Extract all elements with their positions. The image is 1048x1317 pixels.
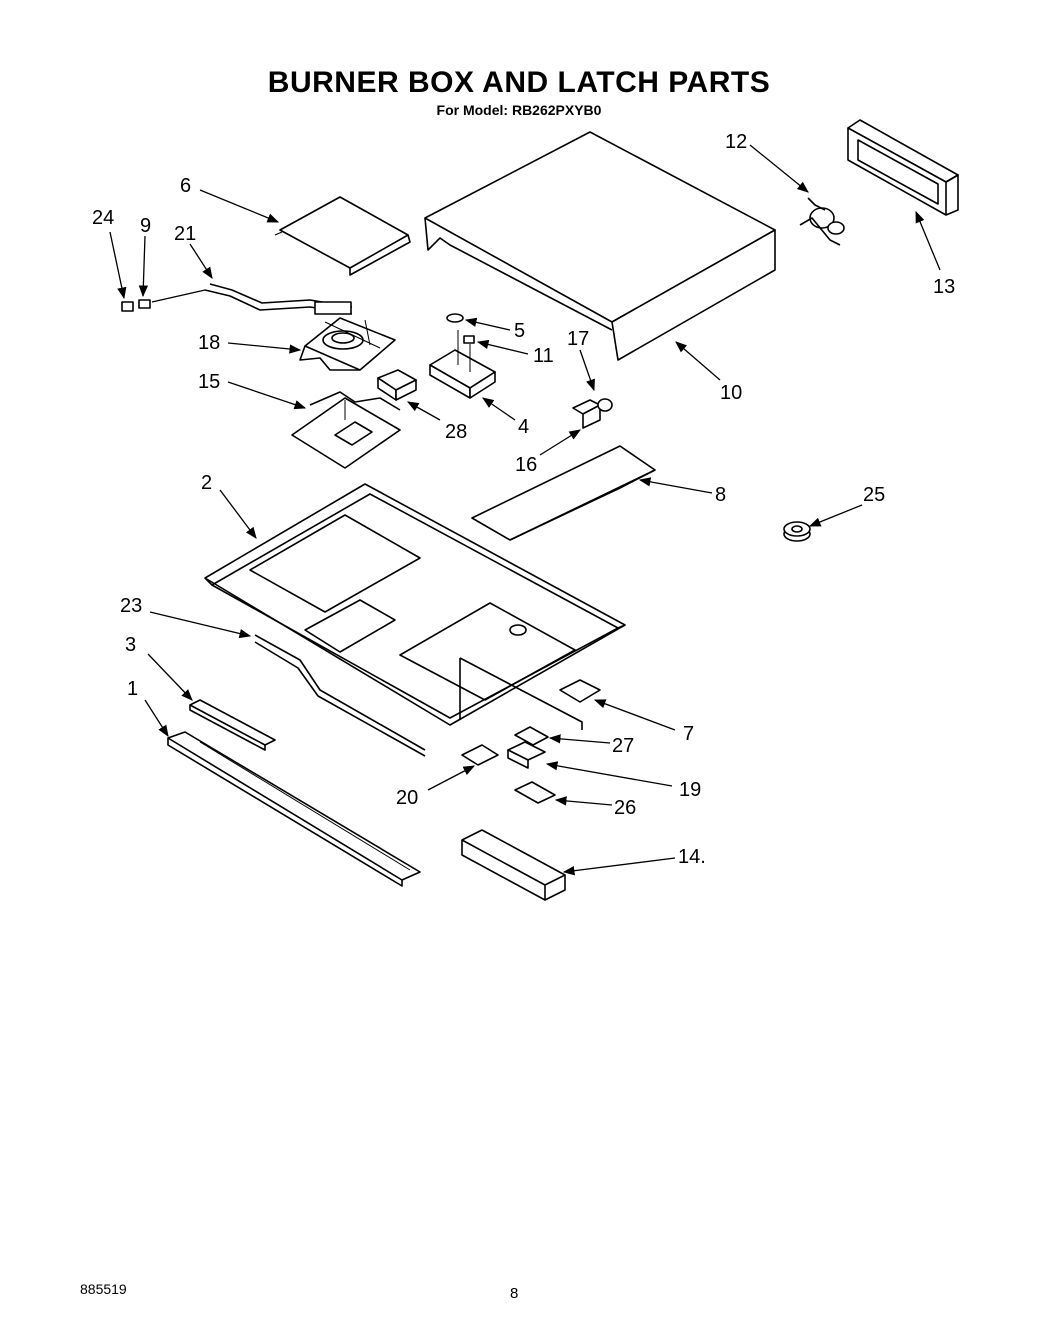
callout-24: 24 <box>92 207 114 229</box>
callout-1: 1 <box>127 678 138 700</box>
callout-3: 3 <box>125 634 136 656</box>
part-mounting-bracket <box>291 391 401 469</box>
callout-8: 8 <box>715 484 726 506</box>
part-top-plate <box>274 196 411 276</box>
callout-15: 15 <box>198 371 220 393</box>
part-grommet <box>783 521 811 542</box>
callout-27: 27 <box>612 735 634 757</box>
callout-7: 7 <box>683 723 694 745</box>
callout-23: 23 <box>120 595 142 617</box>
callout-2: 2 <box>201 472 212 494</box>
part-clips <box>121 299 151 312</box>
callout-10: 10 <box>720 382 742 404</box>
part-burner-assembly <box>299 317 396 371</box>
callout-21: 21 <box>174 223 196 245</box>
part-front-rail <box>167 731 421 887</box>
callout-numbers: 6 24 9 21 18 15 28 5 11 4 17 16 10 12 13… <box>92 131 955 868</box>
callout-25: 25 <box>863 484 885 506</box>
callout-11: 11 <box>533 345 554 367</box>
document-number: 885519 <box>80 1281 127 1297</box>
part-latch <box>572 398 613 429</box>
callout-18: 18 <box>198 332 220 354</box>
part-channel-bracket <box>461 829 566 901</box>
callout-17: 17 <box>567 328 589 350</box>
callout-26: 26 <box>614 797 636 819</box>
callout-19: 19 <box>679 779 701 801</box>
part-switch-box <box>377 369 417 401</box>
callout-16: 16 <box>515 454 537 476</box>
part-heat-shield <box>471 445 656 541</box>
callout-6: 6 <box>180 175 191 197</box>
part-vent-frame <box>847 119 959 216</box>
part-gas-valve <box>799 197 845 246</box>
callout-28: 28 <box>445 421 467 443</box>
part-electrode-rod <box>204 283 353 315</box>
callout-4: 4 <box>518 416 529 438</box>
part-short-bar <box>189 699 276 751</box>
callout-13: 13 <box>933 276 955 298</box>
callout-14: 14. <box>678 846 706 868</box>
part-long-strip <box>254 634 426 757</box>
part-burner-box-cover <box>424 131 776 361</box>
callout-20: 20 <box>396 787 418 809</box>
leader-lines <box>109 144 941 876</box>
page-title: BURNER BOX AND LATCH PARTS <box>267 66 771 99</box>
model-subtitle: For Model: RB262PXYB0 <box>436 102 602 118</box>
part-burner-box-pan <box>204 483 626 730</box>
callout-5: 5 <box>514 320 525 342</box>
callout-9: 9 <box>140 215 151 237</box>
part-small-plates <box>461 679 601 804</box>
page-number: 8 <box>510 1285 519 1302</box>
part-valve-bracket <box>429 313 496 399</box>
callout-12: 12 <box>725 131 747 153</box>
